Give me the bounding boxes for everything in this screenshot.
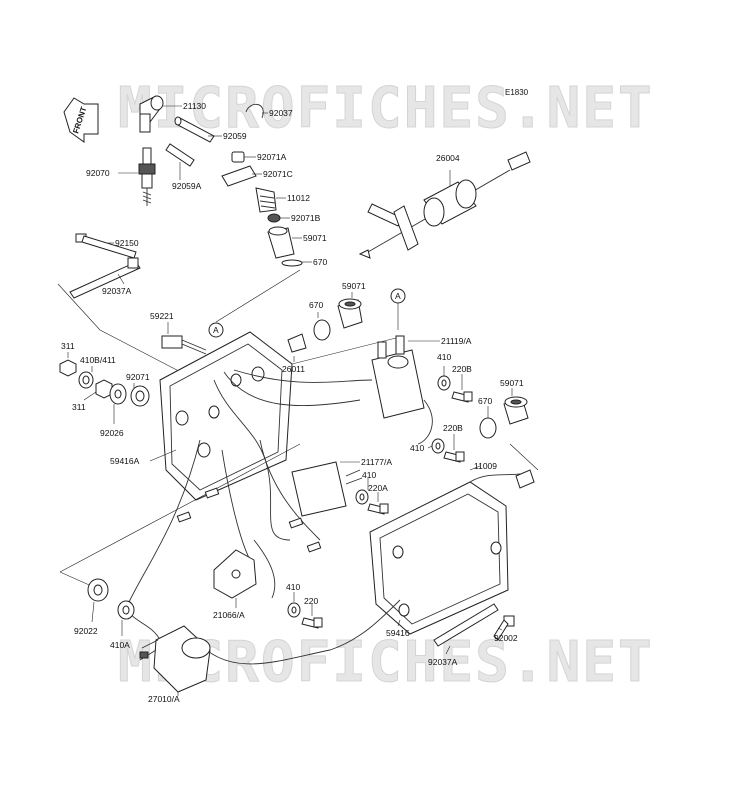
label-21066a: 21066/A <box>213 610 245 620</box>
label-220b-upper: 220B <box>452 364 472 374</box>
coil-11012 <box>255 187 277 213</box>
label-59071-middle: 59071 <box>342 281 366 291</box>
label-220b-lower: 220B <box>443 423 463 433</box>
ignition-coil-21119a <box>371 335 425 419</box>
assembly-26004 <box>358 151 531 259</box>
label-59416a: 59416A <box>110 456 140 466</box>
spark-plug-92070 <box>138 147 156 206</box>
cap-92071a <box>231 151 245 163</box>
label-92150: 92150 <box>115 238 139 248</box>
marker-a-left: A <box>208 322 224 338</box>
label-92071c: 92071C <box>263 169 293 179</box>
washer-410-middle <box>355 489 369 505</box>
marker-a-left-label: A <box>213 325 219 335</box>
fuse-26011 <box>287 333 307 353</box>
electrical-box-59416a <box>159 331 293 501</box>
bolt-220b-upper <box>451 391 473 403</box>
label-92071b: 92071B <box>291 213 321 223</box>
label-670-right: 670 <box>478 396 492 406</box>
label-92070: 92070 <box>86 168 110 178</box>
label-59416: 59416 <box>386 628 410 638</box>
oring-670-top <box>281 259 303 267</box>
oring-670-right <box>479 417 497 439</box>
label-92071a: 92071A <box>257 152 287 162</box>
washer-410-upper <box>437 375 451 391</box>
bolt-220 <box>301 617 323 629</box>
band-92037a-bottom <box>433 603 499 647</box>
label-220a: 220A <box>368 483 388 493</box>
bolt-92002 <box>493 615 515 641</box>
label-21177a: 21177/A <box>361 457 392 467</box>
label-92037: 92037 <box>269 108 293 118</box>
label-27010a: 27010/A <box>148 694 180 704</box>
marker-a-right: A <box>390 288 406 304</box>
label-311-top: 311 <box>61 341 75 351</box>
washer-92022 <box>87 578 109 602</box>
label-21119a: 21119/A <box>441 336 472 346</box>
label-311-bottom: 311 <box>72 402 86 412</box>
starter-relay-27010a <box>139 625 211 693</box>
label-410b-411: 410B/411 <box>80 355 116 365</box>
front-arrow-icon: FRONT <box>63 97 99 143</box>
label-220: 220 <box>304 596 318 606</box>
label-26011: 26011 <box>282 364 305 374</box>
cap-59071-top <box>267 226 295 259</box>
oring-670-middle <box>313 319 331 341</box>
washer-410-bottom <box>287 602 301 618</box>
watermark-top: MICROFICHES.NET <box>118 76 654 141</box>
label-92071: 92071 <box>126 372 150 382</box>
washer-92026 <box>109 383 127 405</box>
label-92026: 92026 <box>100 428 124 438</box>
washer-410a <box>117 600 135 620</box>
ref-code: E1830 <box>505 88 529 97</box>
wiring-harness <box>127 369 433 665</box>
connector-59221 <box>161 335 207 355</box>
cap-59071-middle <box>337 298 363 329</box>
label-21130: 21130 <box>183 101 206 111</box>
label-410-bottom: 410 <box>286 582 300 592</box>
tube-92059a <box>165 143 195 167</box>
label-92059: 92059 <box>223 131 247 141</box>
label-670-top: 670 <box>313 257 327 267</box>
label-11012: 11012 <box>287 193 310 203</box>
label-410-lower: 410 <box>410 443 424 453</box>
rectifier-21066a <box>213 549 257 599</box>
label-11009: 11009 <box>474 461 497 471</box>
clip-92037 <box>245 103 264 119</box>
label-410-middle: 410 <box>362 470 376 480</box>
label-92022: 92022 <box>74 626 98 636</box>
bracket-92071c <box>221 165 257 187</box>
cap-59071-right <box>503 396 529 425</box>
band-92037a-top <box>69 257 141 299</box>
regulator-21177a <box>291 461 363 517</box>
washer-92071 <box>130 385 150 407</box>
nut-311-top <box>59 359 77 377</box>
marker-a-right-label: A <box>395 291 401 301</box>
bolt-220a <box>367 503 389 515</box>
label-59071-right: 59071 <box>500 378 524 388</box>
label-59071-top: 59071 <box>303 233 327 243</box>
label-26004: 26004 <box>436 153 460 163</box>
label-92002: 92002 <box>494 633 518 643</box>
washer-410b <box>78 371 94 389</box>
label-59221: 59221 <box>150 311 174 321</box>
label-92037a-bottom: 92037A <box>428 657 458 667</box>
label-92037a-top: 92037A <box>102 286 132 296</box>
label-410a: 410A <box>110 640 130 650</box>
label-410-upper: 410 <box>437 352 451 362</box>
label-92059a: 92059A <box>172 181 202 191</box>
washer-410-lower <box>431 438 445 454</box>
grommet-92071b <box>267 213 281 223</box>
bolt-220b-lower <box>443 451 465 463</box>
label-670-middle: 670 <box>309 300 323 310</box>
tube-92059 <box>174 116 215 143</box>
spark-plug-cap-21130 <box>139 95 164 133</box>
